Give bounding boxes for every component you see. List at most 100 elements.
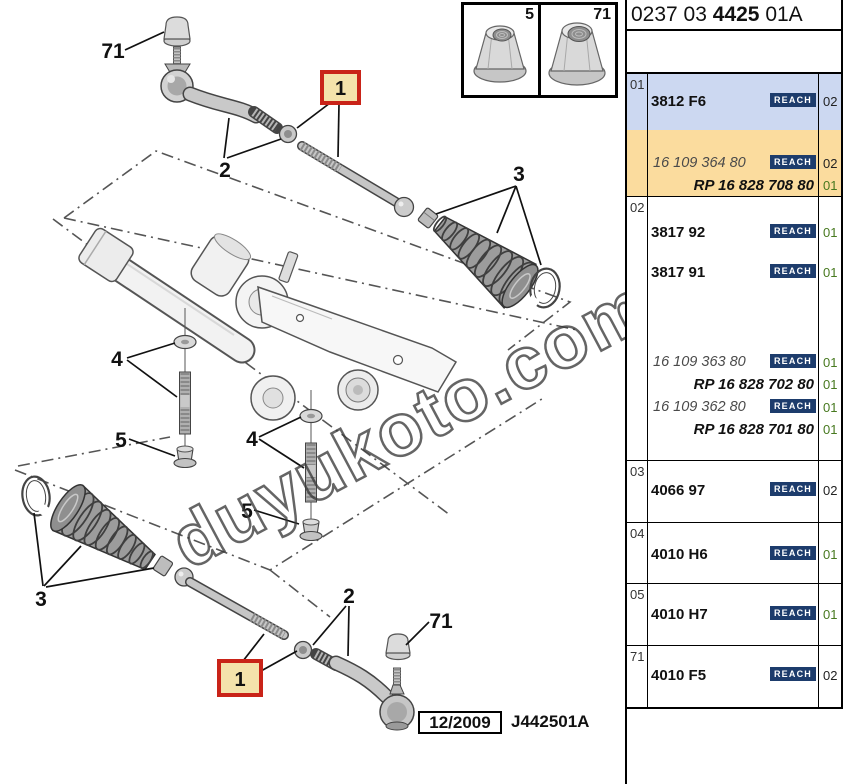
selected-item-1-label: 1	[234, 669, 245, 691]
quantity: 01	[823, 265, 838, 280]
part-number[interactable]: 4010 F5	[651, 667, 707, 684]
lower-tie-rod-end	[310, 648, 415, 731]
part-row[interactable]: RP 16 828 702 80	[648, 376, 818, 393]
quantity: 02	[823, 668, 838, 683]
callout-71-lower[interactable]: 71	[429, 610, 453, 633]
table-row-item-71: 71 4010 F5 REACH 02	[627, 646, 841, 707]
left-stud-assembly	[173, 308, 197, 469]
leader-lines	[33, 31, 542, 672]
reach-badge[interactable]: REACH	[769, 224, 816, 238]
part-row[interactable]: 3817 91 REACH	[648, 264, 818, 281]
nut-photo-item-71: 71	[541, 5, 615, 95]
quantity: 01	[823, 355, 838, 370]
parts-table: 01 3812 F6 REACH 16 109 364 80 REACH RP …	[627, 72, 843, 709]
quantity: 01	[823, 377, 838, 392]
reference-number[interactable]: 16 109 363 80	[653, 354, 746, 370]
steering-rack-exploded-drawing: 71 2 3 4 5 4 5 3 2 71 1 1	[14, 16, 578, 731]
replacement-number: RP 16 828 702 80	[693, 376, 814, 393]
header-gap	[627, 31, 843, 72]
reach-badge[interactable]: REACH	[769, 546, 816, 560]
quantity: 02	[823, 483, 838, 498]
reach-badge[interactable]: REACH	[769, 354, 816, 368]
quantity: 02	[823, 94, 838, 109]
reach-badge[interactable]: REACH	[769, 264, 816, 278]
part-row[interactable]: RP 16 828 708 80	[648, 177, 818, 194]
part-number[interactable]: 3817 91	[651, 264, 706, 281]
reach-badge[interactable]: REACH	[769, 482, 816, 496]
inset-label-5: 5	[525, 6, 534, 23]
part-row[interactable]: RP 16 828 701 80	[648, 421, 818, 438]
lower-lock-nut	[293, 640, 313, 660]
callout-4-left[interactable]: 4	[111, 348, 123, 371]
part-row[interactable]: 3817 92 REACH	[648, 224, 818, 241]
replacement-number: RP 16 828 701 80	[693, 421, 814, 438]
quantity: 02	[823, 156, 838, 171]
selected-item-1-box-upper[interactable]: 1	[320, 70, 361, 105]
replacement-number: RP 16 828 708 80	[693, 177, 814, 194]
page-code-suffix: 01A	[765, 3, 803, 26]
callout-3-upper[interactable]: 3	[513, 163, 525, 186]
selected-item-1-box-lower[interactable]: 1	[217, 659, 263, 697]
steering-rack-body	[78, 227, 458, 421]
part-row[interactable]: 16 109 363 80 REACH	[648, 354, 818, 371]
upper-circlip	[526, 267, 561, 309]
part-number[interactable]: 4066 97	[651, 482, 706, 499]
table-row-item-05: 05 4010 H7 REACH 01	[627, 584, 841, 646]
table-row-item-03: 03 4066 97 REACH 02	[627, 461, 841, 523]
quantity: 01	[823, 225, 838, 240]
part-row[interactable]: 4010 H6 REACH	[648, 546, 818, 563]
callout-3-lower[interactable]: 3	[35, 588, 47, 611]
drawing-reference: J442501A	[511, 712, 590, 731]
item-index: 04	[627, 523, 648, 583]
quantity: 01	[823, 178, 838, 193]
nut-photo-item-5: 5	[464, 5, 541, 95]
lower-boot-clamp	[152, 555, 174, 577]
upper-boot	[432, 215, 539, 309]
part-number[interactable]: 3812 F6	[651, 93, 707, 110]
lower-nut-71	[385, 633, 411, 661]
page-code-main: 4425	[712, 3, 760, 26]
table-row-item-02: 02 3817 92 REACH 3817 91 REACH 16 109 36…	[627, 197, 841, 461]
callout-4-right[interactable]: 4	[246, 428, 258, 451]
item-index: 05	[627, 584, 648, 645]
reach-badge[interactable]: REACH	[769, 606, 816, 620]
reach-badge[interactable]: REACH	[769, 399, 816, 413]
quantity: 01	[823, 422, 838, 437]
callout-5-left[interactable]: 5	[115, 429, 127, 452]
nut-inset-box: 5 71	[461, 2, 618, 98]
upper-nut-71	[163, 16, 191, 47]
reference-number[interactable]: 16 109 364 80	[653, 155, 746, 171]
part-row[interactable]: 4010 F5 REACH	[648, 667, 818, 684]
flange-nut-5-image	[473, 25, 527, 83]
page-code: 0237 03 4425 01A	[627, 0, 843, 31]
callout-2-upper[interactable]: 2	[219, 159, 231, 182]
reach-badge[interactable]: REACH	[769, 667, 816, 681]
table-row-item-01: 01 3812 F6 REACH 16 109 364 80 REACH RP …	[627, 74, 841, 197]
date-plate: 12/2009	[418, 711, 502, 734]
part-row[interactable]: 16 109 362 80 REACH	[648, 399, 818, 416]
item-index: 02	[627, 197, 648, 460]
part-row[interactable]: 4010 H7 REACH	[648, 606, 818, 623]
flange-nut-71-image	[548, 22, 606, 86]
part-number[interactable]: 4010 H7	[651, 606, 708, 623]
inset-label-71: 71	[593, 6, 611, 23]
lower-circlip	[21, 475, 52, 518]
callout-2-lower[interactable]: 2	[343, 585, 355, 608]
part-row[interactable]: 16 109 364 80 REACH	[648, 155, 818, 172]
part-row[interactable]: 4066 97 REACH	[648, 482, 818, 499]
part-number[interactable]: 4010 H6	[651, 546, 708, 563]
callout-5-right[interactable]: 5	[241, 500, 253, 523]
page-code-prefix: 0237 03	[631, 3, 707, 26]
reach-badge[interactable]: REACH	[769, 93, 816, 107]
upper-boot-clamp	[417, 207, 439, 229]
reference-number[interactable]: 16 109 362 80	[653, 399, 746, 415]
lower-inner-tie-rod	[174, 567, 289, 640]
part-row[interactable]: 3812 F6 REACH	[648, 93, 818, 110]
item-index: 01	[627, 74, 648, 196]
parts-list-panel: 0237 03 4425 01A 01 3812 F6 REACH 16 109…	[625, 0, 843, 784]
part-number[interactable]: 3817 92	[651, 224, 706, 241]
item-index: 03	[627, 461, 648, 522]
item-index: 71	[627, 646, 648, 707]
callout-71-upper[interactable]: 71	[101, 40, 125, 63]
reach-badge[interactable]: REACH	[769, 155, 816, 169]
